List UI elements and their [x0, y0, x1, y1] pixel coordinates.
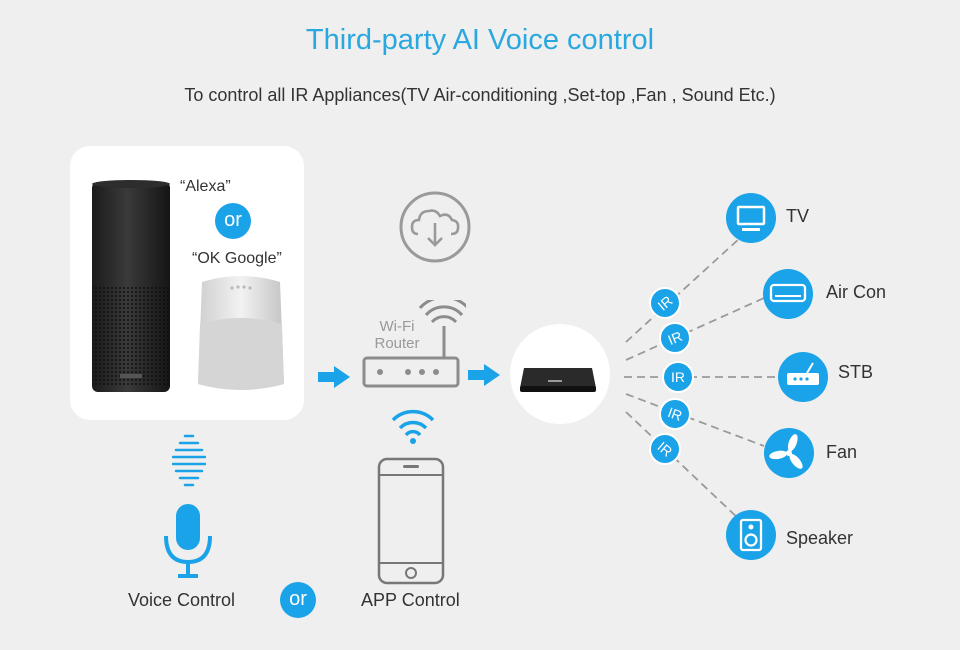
wifi-icon: [390, 408, 436, 444]
tv-icon: [725, 192, 777, 244]
smartphone-icon: [377, 457, 445, 585]
app-control-label: APP Control: [361, 590, 460, 611]
microphone-icon: [160, 502, 216, 580]
device-label-air-con: Air Con: [826, 282, 886, 303]
ir-signal-icon: IR: [659, 322, 691, 354]
speaker-icon: [725, 509, 777, 561]
device-label-speaker: Speaker: [786, 528, 853, 549]
set-top-box-icon: [777, 351, 829, 403]
or-badge-bottom: or: [280, 582, 316, 618]
air-conditioner-icon: [762, 268, 814, 320]
ir-label: IR: [671, 369, 685, 385]
ir-signal-icon: IR: [649, 287, 681, 319]
device-label-stb: STB: [838, 362, 873, 383]
ir-signal-icon: IR: [662, 361, 694, 393]
ir-signal-icon: IR: [649, 433, 681, 465]
device-label-fan: Fan: [826, 442, 857, 463]
sound-wave-icon: [172, 432, 206, 492]
ir-signal-icon: IR: [659, 398, 691, 430]
device-label-tv: TV: [786, 206, 809, 227]
voice-control-label: Voice Control: [128, 590, 235, 611]
fan-icon: [763, 427, 815, 479]
